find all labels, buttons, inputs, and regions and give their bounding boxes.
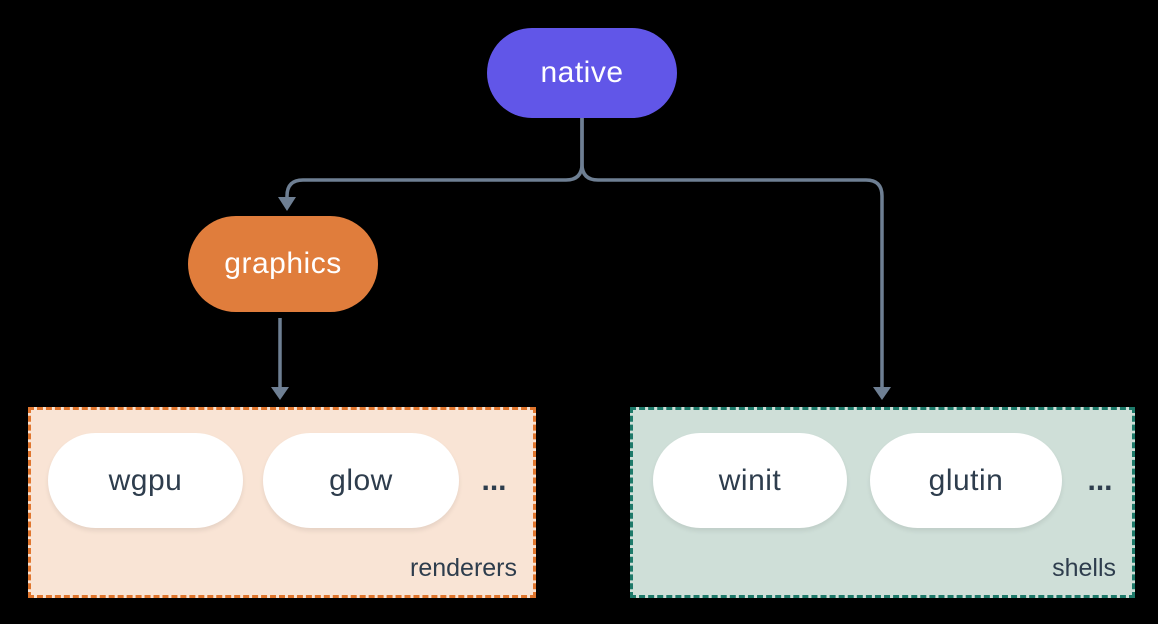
- node-graphics: graphics: [188, 216, 378, 312]
- group-renderers: wgpu glow ... renderers: [28, 407, 536, 598]
- edge-native-to-shells: [580, 118, 884, 388]
- edge-native-to-graphics: [285, 118, 584, 198]
- arrowhead-renderers: [271, 387, 289, 400]
- arrowhead-shells: [873, 387, 891, 400]
- node-wgpu: wgpu: [48, 433, 243, 528]
- group-label-renderers: renderers: [410, 554, 517, 582]
- arrowhead-graphics: [278, 197, 296, 211]
- node-glow: glow: [263, 433, 459, 528]
- group-label-shells: shells: [1052, 554, 1116, 582]
- node-native: native: [487, 28, 677, 118]
- shells-ellipsis: ...: [1087, 464, 1113, 497]
- node-glutin: glutin: [870, 433, 1062, 528]
- node-winit: winit: [653, 433, 847, 528]
- renderers-ellipsis: ...: [481, 464, 507, 497]
- group-shells: winit glutin ... shells: [630, 407, 1135, 598]
